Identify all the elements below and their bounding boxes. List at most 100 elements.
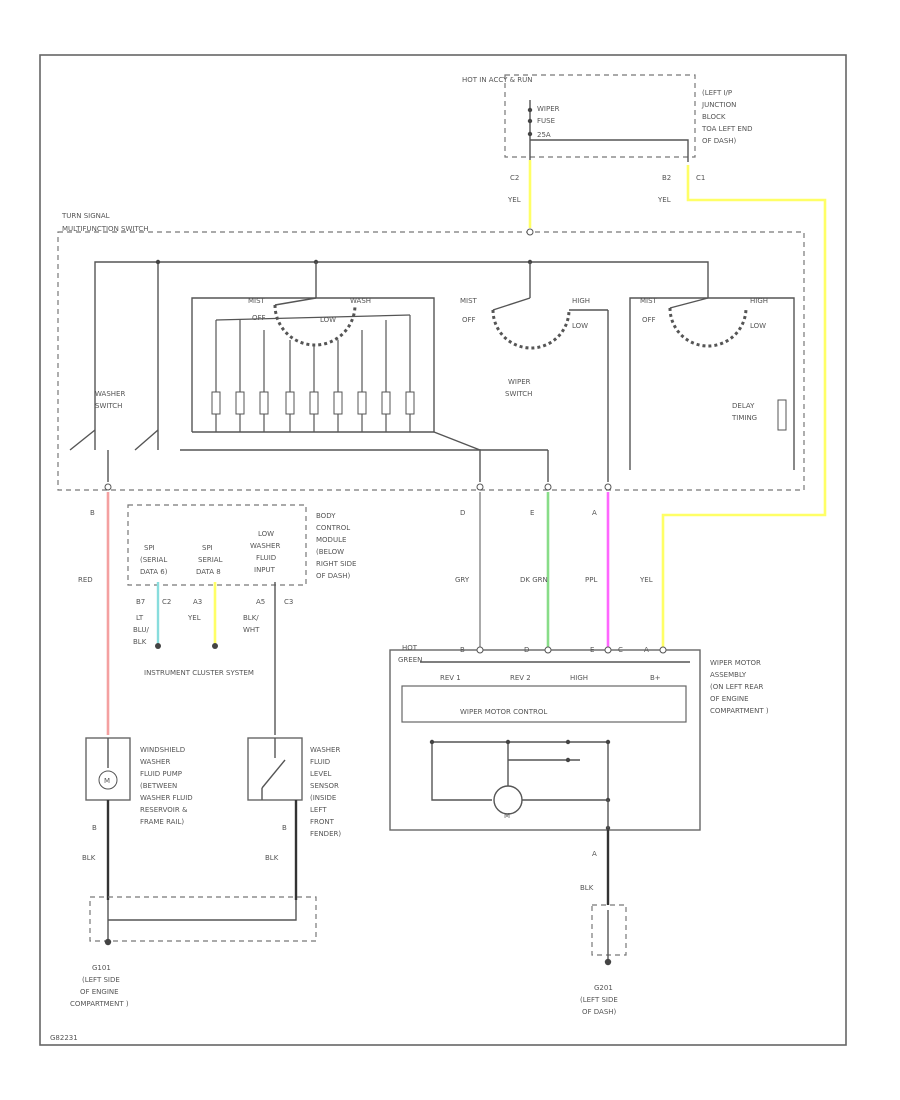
wire-color-dk-grn: DK GRN [520,576,548,584]
svg-text:WASHER: WASHER [95,390,125,398]
pin-b-label: B [90,509,95,517]
wire-color-blk-motor: BLK [580,884,594,892]
svg-text:REV 1: REV 1 [440,674,461,682]
wire-color-yel-2: YEL [657,196,671,204]
pin-a-ground-label: A [592,850,597,858]
figure-id: G82231 [50,1034,78,1042]
svg-text:MIST: MIST [460,297,478,305]
svg-text:MIST: MIST [248,297,266,305]
svg-text:G101: G101 [92,964,111,972]
svg-text:GREEN: GREEN [398,656,422,664]
svg-text:MODULE: MODULE [316,536,346,544]
connector-c2-label: C2 [510,174,519,182]
svg-text:(SERIAL: (SERIAL [140,556,167,564]
svg-text:TURN SIGNAL: TURN SIGNAL [61,212,110,220]
svg-text:LOW: LOW [750,322,766,330]
svg-text:C: C [618,646,623,654]
svg-text:BODY: BODY [316,512,336,520]
wire-color-ppl: PPL [585,576,597,584]
svg-text:MIST: MIST [640,297,658,305]
svg-text:LEVEL: LEVEL [310,770,332,778]
hot-label: HOT IN ACCY & RUN [462,76,533,84]
svg-text:WASHER: WASHER [140,758,170,766]
svg-text:HIGH: HIGH [572,297,590,305]
svg-text:CONTROL: CONTROL [316,524,350,532]
svg-text:A3: A3 [193,598,202,606]
svg-text:SENSOR: SENSOR [310,782,339,790]
svg-text:G201: G201 [594,984,613,992]
svg-text:OF DASH): OF DASH) [316,572,351,580]
svg-text:(ON LEFT REAR: (ON LEFT REAR [710,683,764,691]
svg-text:OF DASH): OF DASH) [582,1008,617,1016]
svg-text:A5: A5 [256,598,265,606]
svg-text:YEL: YEL [187,614,201,622]
svg-text:SPI: SPI [202,544,213,552]
svg-text:WASHER: WASHER [250,542,280,550]
svg-text:E: E [590,646,594,654]
svg-text:(LEFT I/P: (LEFT I/P [702,89,732,97]
svg-text:WHT: WHT [243,626,260,634]
svg-text:RESERVOIR &: RESERVOIR & [140,806,188,814]
wire-color-yel-3: YEL [639,576,653,584]
svg-text:(BELOW: (BELOW [316,548,344,556]
washer-fluid-level-sensor: WASHER FLUID LEVEL SENSOR (INSIDE LEFT F… [247,737,341,838]
svg-text:RIGHT SIDE: RIGHT SIDE [316,560,356,568]
svg-text:FLUID: FLUID [310,758,330,766]
svg-text:INPUT: INPUT [254,566,276,574]
svg-text:FLUID PUMP: FLUID PUMP [140,770,182,778]
svg-text:TIMING: TIMING [731,414,757,422]
wire-color-yel-1: YEL [507,196,521,204]
svg-text:TOA LEFT END: TOA LEFT END [701,125,752,133]
wiper-motor-assembly: HOT GREEN B D E C A REV 1 REV 2 HIGH B+ … [389,644,769,831]
svg-text:M: M [504,812,510,820]
svg-text:WIPER MOTOR: WIPER MOTOR [710,659,761,667]
wire-color-blk-pump: BLK [82,854,96,862]
svg-text:WIPER: WIPER [508,378,531,386]
svg-text:ASSEMBLY: ASSEMBLY [710,671,747,679]
svg-text:JUNCTION: JUNCTION [701,101,736,109]
svg-text:LOW: LOW [572,322,588,330]
svg-text:B: B [460,646,465,654]
svg-text:C2: C2 [162,598,171,606]
svg-text:SWITCH: SWITCH [95,402,122,410]
pin-a-label: A [592,509,597,517]
turn-signal-multifunction-switch: TURN SIGNAL MULTIFUNCTION SWITCH MIST WA… [57,212,805,491]
svg-text:SWITCH: SWITCH [505,390,532,398]
svg-text:WIPER MOTOR CONTROL: WIPER MOTOR CONTROL [460,708,547,716]
svg-text:LOW: LOW [258,530,274,538]
svg-text:LT: LT [136,614,144,622]
svg-text:FLUID: FLUID [256,554,276,562]
svg-text:OFF: OFF [252,314,266,322]
pin-e-label: E [530,509,534,517]
wiper-fuse-rating: 25A [537,131,551,139]
svg-text:WASH: WASH [350,297,371,305]
svg-text:BLOCK: BLOCK [702,113,726,121]
wiper-fuse-label: WIPER [537,105,560,113]
svg-text:FENDER): FENDER) [310,830,341,838]
svg-text:REV 2: REV 2 [510,674,531,682]
svg-text:COMPARTMENT ): COMPARTMENT ) [710,707,769,715]
svg-text:HIGH: HIGH [750,297,768,305]
wire-color-gry: GRY [455,576,470,584]
ground-g101: G101 (LEFT SIDE OF ENGINE COMPARTMENT ) [70,896,317,1008]
ground-g201: G201 (LEFT SIDE OF DASH) [580,904,627,1016]
yellow-wire-b-plus [661,165,827,648]
fuse-junction-block: HOT IN ACCY & RUN WIPER FUSE 25A (LEFT I… [462,74,752,204]
instrument-cluster-label: INSTRUMENT CLUSTER SYSTEM [144,669,254,677]
junction-block-label: (LEFT I/P JUNCTION BLOCK TOA LEFT END OF… [701,89,752,145]
svg-text:HIGH: HIGH [570,674,588,682]
svg-text:B7: B7 [136,598,145,606]
svg-text:LOW: LOW [320,316,336,324]
wiper-fuse-label: FUSE [537,117,555,125]
svg-text:FRAME RAIL): FRAME RAIL) [140,818,184,826]
svg-text:FRONT: FRONT [310,818,335,826]
svg-text:WINDSHIELD: WINDSHIELD [140,746,185,754]
svg-text:A: A [644,646,649,654]
svg-text:WASHER FLUID: WASHER FLUID [140,794,193,802]
svg-text:M: M [104,777,110,785]
sensor-pin-b: B [282,824,287,832]
pump-pin-b: B [92,824,97,832]
svg-text:LEFT: LEFT [310,806,327,814]
diagram-frame [39,54,847,1046]
body-control-module: BODY CONTROL MODULE (BELOW RIGHT SIDE OF… [127,504,356,735]
